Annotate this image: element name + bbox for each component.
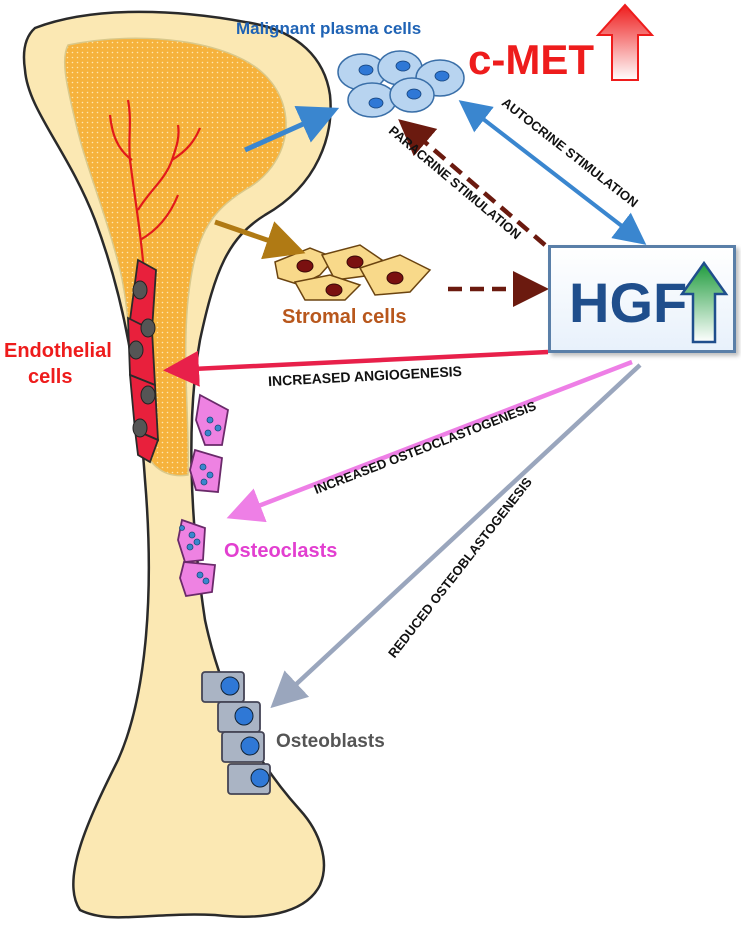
bone-marrow — [63, 37, 287, 477]
endothelial-cells — [127, 258, 160, 464]
endothelial-label-line1: Endothelial — [4, 340, 112, 362]
cmet-label: c-MET — [468, 36, 594, 83]
stromal-cells — [274, 244, 432, 301]
stromal-cells-label: Stromal cells — [282, 306, 407, 328]
marrow-to-plasma-arrow — [243, 105, 340, 153]
autocrine-arrow — [458, 100, 647, 245]
hgf-up-arrow-icon — [679, 260, 729, 344]
cmet-up-arrow-icon — [595, 3, 655, 81]
plasma-cells — [337, 50, 465, 118]
plasma-nuclei — [358, 60, 450, 109]
osteoblasts-label: Osteoblasts — [276, 731, 385, 752]
malignant-plasma-cells-label: Malignant plasma cells — [236, 19, 422, 38]
osteoclasts-label: Osteoclasts — [224, 540, 338, 562]
hgf-label: HGF — [569, 271, 688, 334]
osteoblast-cells — [201, 671, 271, 795]
marrow-to-stromal-arrow — [214, 219, 306, 260]
osteoclast-nuclei — [179, 416, 222, 585]
paracrine-arrow — [398, 119, 547, 247]
blood-vessels — [108, 99, 202, 286]
hgf-box: HGF — [548, 245, 736, 353]
osteoblastogenesis-arrow — [270, 363, 642, 709]
stromal-nuclei — [296, 255, 404, 297]
osteoclastogenesis-arrow — [226, 359, 633, 523]
angiogenesis-arrow — [163, 349, 549, 387]
endothelial-label-line2: cells — [28, 366, 73, 388]
osteoclast-cells — [177, 393, 229, 598]
